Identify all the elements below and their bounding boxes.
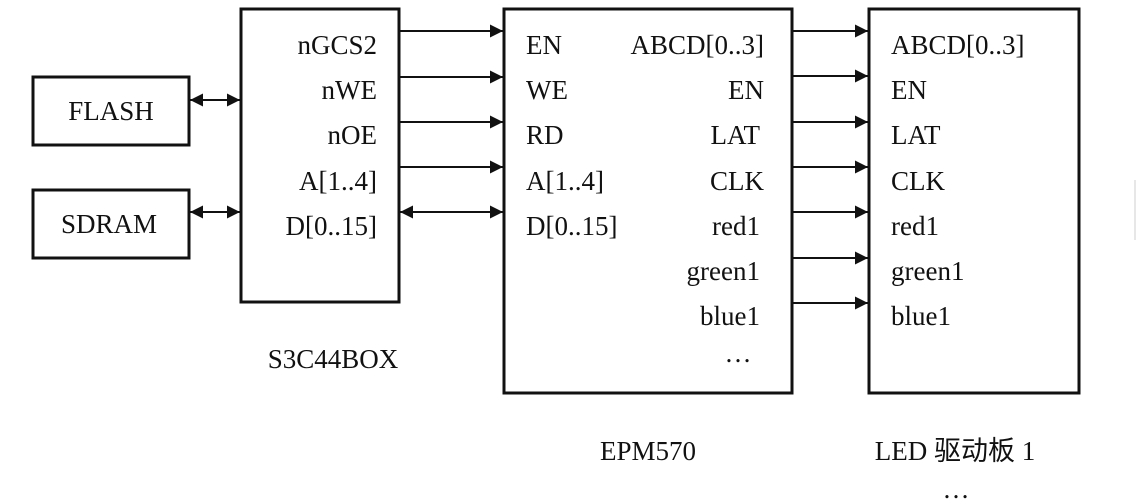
- epm570-title: EPM570: [600, 436, 696, 466]
- epm570-right-pin: CLK: [710, 166, 765, 196]
- flash-label: FLASH: [68, 96, 154, 126]
- led-board-title: LED 驱动板 1: [875, 436, 1035, 466]
- s3c44box-pin: nGCS2: [297, 30, 377, 60]
- led-board-pin: EN: [891, 75, 927, 105]
- epm570-left-pin: RD: [526, 120, 564, 150]
- epm570-left-pin: EN: [526, 30, 562, 60]
- epm570-more-ellipsis: …: [725, 338, 752, 368]
- epm570-right-pin: ABCD[0..3]: [631, 30, 765, 60]
- led-board-box: [867, 7, 1081, 395]
- led-board-pin: blue1: [891, 301, 951, 331]
- s3c44box-pin: D[0..15]: [286, 211, 377, 241]
- sdram-label: SDRAM: [61, 209, 157, 239]
- epm570-right-pin: LAT: [711, 120, 761, 150]
- epm570-box: [502, 7, 794, 395]
- epm570-right-pin: EN: [728, 75, 764, 105]
- s3c44box-pin: A[1..4]: [299, 166, 377, 196]
- epm570-left-pin: WE: [526, 75, 568, 105]
- s3c44box-pin: nWE: [322, 75, 377, 105]
- led-board-pin: red1: [891, 211, 939, 241]
- epm570-right-pin: red1: [712, 211, 760, 241]
- led-board-pin: ABCD[0..3]: [891, 30, 1025, 60]
- flash-box: [31, 75, 191, 147]
- led-board-pin: CLK: [891, 166, 946, 196]
- s3c44box-title: S3C44BOX: [268, 344, 399, 374]
- led-board-pin: LAT: [891, 120, 941, 150]
- epm570-right-pin: blue1: [700, 301, 760, 331]
- sdram-box: [31, 188, 191, 260]
- s3c44box-box: [239, 7, 401, 304]
- epm570-left-pin: D[0..15]: [526, 211, 617, 241]
- footer-more-ellipsis: …: [943, 474, 970, 504]
- epm570-right-pin: green1: [687, 256, 760, 286]
- epm570-left-pin: A[1..4]: [526, 166, 604, 196]
- s3c44box-pin: nOE: [328, 120, 378, 150]
- led-board-pin: green1: [891, 256, 964, 286]
